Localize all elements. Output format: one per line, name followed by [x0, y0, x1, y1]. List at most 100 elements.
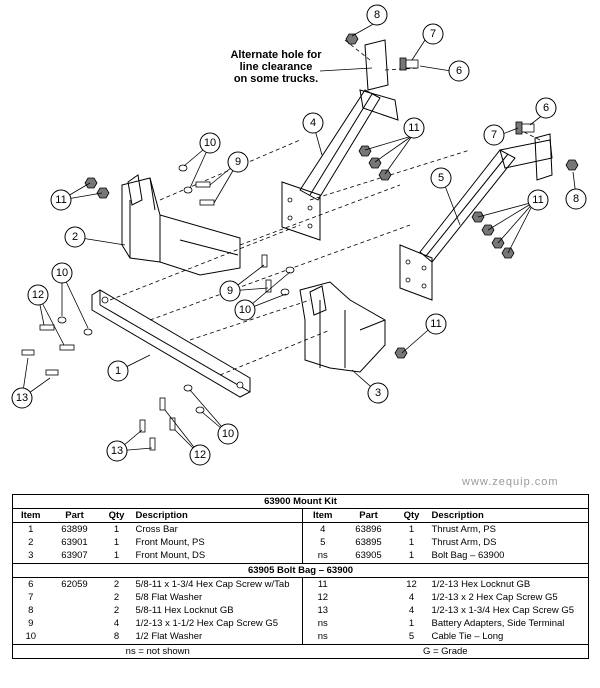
callout-label: 11 [55, 194, 66, 206]
part-cell [49, 591, 101, 604]
header-part: Part [342, 508, 395, 524]
callout-11-arm-ps: 11 [403, 117, 425, 139]
callout-3: 3 [367, 382, 389, 404]
callout-label: 6 [543, 102, 549, 114]
description-cell: Battery Adapters, Side Terminal [431, 618, 565, 630]
bag-title: 63905 Bolt Bag – 63900 [12, 562, 589, 579]
callout-12-left: 12 [27, 284, 49, 306]
qty-cell: 12 [406, 578, 417, 590]
callout-label: 7 [430, 28, 436, 40]
callout-1: 1 [107, 360, 129, 382]
part-cell [343, 578, 395, 592]
callout-11-left: 11 [50, 189, 72, 211]
qty-cell: 1 [408, 523, 415, 535]
part-cell: 63901 [61, 537, 88, 549]
callout-label: 8 [573, 193, 579, 205]
qty-cell: 1 [408, 618, 415, 630]
callout-label: 10 [204, 137, 216, 149]
item-cell: 10 [25, 631, 37, 643]
alternate-hole-note: Alternate hole for line clearance on som… [221, 49, 331, 85]
callout-label: 10 [239, 304, 251, 316]
part-cell: 62059 [61, 578, 88, 590]
item-cell: 7 [28, 591, 34, 603]
callout-label: 9 [235, 156, 241, 168]
front-mount-ds-part [299, 281, 386, 373]
part-cell [49, 618, 101, 631]
callout-label: 6 [456, 65, 462, 77]
hardware [21, 33, 579, 451]
description-cell: Cross Bar [135, 523, 178, 535]
description-cell: 1/2-13 x 2 Hex Cap Screw G5 [431, 591, 558, 603]
qty-cell: 1 [408, 550, 415, 562]
item-cell: 4 [302, 522, 343, 537]
description-cell: 5/8-11 Hex Locknut GB [135, 605, 234, 617]
callout-label: 4 [310, 117, 316, 129]
qty-cell: 1 [113, 523, 120, 535]
part-cell: 63896 [355, 523, 382, 535]
note-line: Alternate hole for [230, 49, 322, 61]
item-cell: 5 [302, 536, 343, 550]
qty-cell: 1 [113, 550, 120, 562]
qty-cell: 2 [113, 605, 120, 617]
callout-label: 10 [56, 267, 68, 279]
callout-label: 5 [438, 172, 444, 184]
footer-right: G = Grade [302, 644, 589, 659]
exploded-parts-diagram: 8 7 6 4 11 6 7 10 9 8 11 5 11 2 10 12 9 … [11, 4, 587, 466]
parts-table: 63900 Mount Kit Item Part Qty Descriptio… [12, 494, 589, 660]
header-item: Item [302, 508, 343, 524]
callout-label: 10 [222, 428, 234, 440]
part-cell [343, 618, 395, 631]
qty-cell: 2 [113, 578, 120, 590]
callout-label: 11 [532, 194, 543, 206]
item-cell: 1 [28, 523, 34, 535]
callout-label: 3 [375, 387, 381, 399]
description-cell: 5/8 Flat Washer [135, 591, 203, 603]
callout-label: 12 [194, 449, 206, 461]
item-cell: 8 [28, 605, 34, 617]
callout-8-top: 8 [366, 4, 388, 26]
description-cell: 1/2-13 Hex Locknut GB [431, 578, 531, 590]
callout-label: 8 [374, 9, 380, 21]
kit-title-row: 63900 Mount Kit [12, 494, 589, 510]
callout-label: 7 [491, 129, 497, 141]
callout-11-lower: 11 [425, 313, 447, 335]
part-cell [343, 631, 395, 645]
callout-label: 13 [111, 445, 123, 457]
note-line: on some trucks. [233, 73, 319, 85]
qty-cell: 1 [408, 537, 415, 549]
description-cell: 1/2 Flat Washer [135, 631, 203, 643]
bag-title-row: 63905 Bolt Bag – 63900 [12, 562, 589, 579]
callout-7-right: 7 [483, 124, 505, 146]
item-cell: 6 [28, 578, 34, 590]
thrust-arm-ds-part [399, 133, 553, 301]
qty-cell: 4 [113, 618, 120, 630]
part-cell [49, 605, 101, 618]
kit-title: 63900 Mount Kit [12, 494, 589, 510]
callout-10-bottom: 10 [217, 423, 239, 445]
header-qty: Qty [394, 508, 429, 524]
part-cell: 63907 [61, 550, 88, 562]
callout-8-right: 8 [565, 188, 587, 210]
description-cell: Thrust Arm, PS [431, 523, 496, 535]
header-description: Description [428, 508, 589, 524]
cross-bar-part [91, 289, 251, 398]
callout-13-left: 13 [11, 387, 33, 409]
thrust-arm-ps-part [281, 39, 399, 241]
qty-cell: 4 [408, 605, 415, 617]
description-cell: 5/8-11 x 1-3/4 Hex Cap Screw w/Tab [135, 578, 290, 590]
qty-cell: 8 [113, 631, 120, 643]
item-cell: 11 [302, 577, 343, 592]
callout-12-bottom: 12 [189, 444, 211, 466]
header-description: Description [132, 508, 303, 524]
callout-label: 11 [430, 318, 441, 330]
item-cell: 9 [28, 618, 34, 630]
callout-10-top: 10 [199, 132, 221, 154]
header-row: Item Part Qty Description Item Part Qty … [12, 508, 589, 524]
